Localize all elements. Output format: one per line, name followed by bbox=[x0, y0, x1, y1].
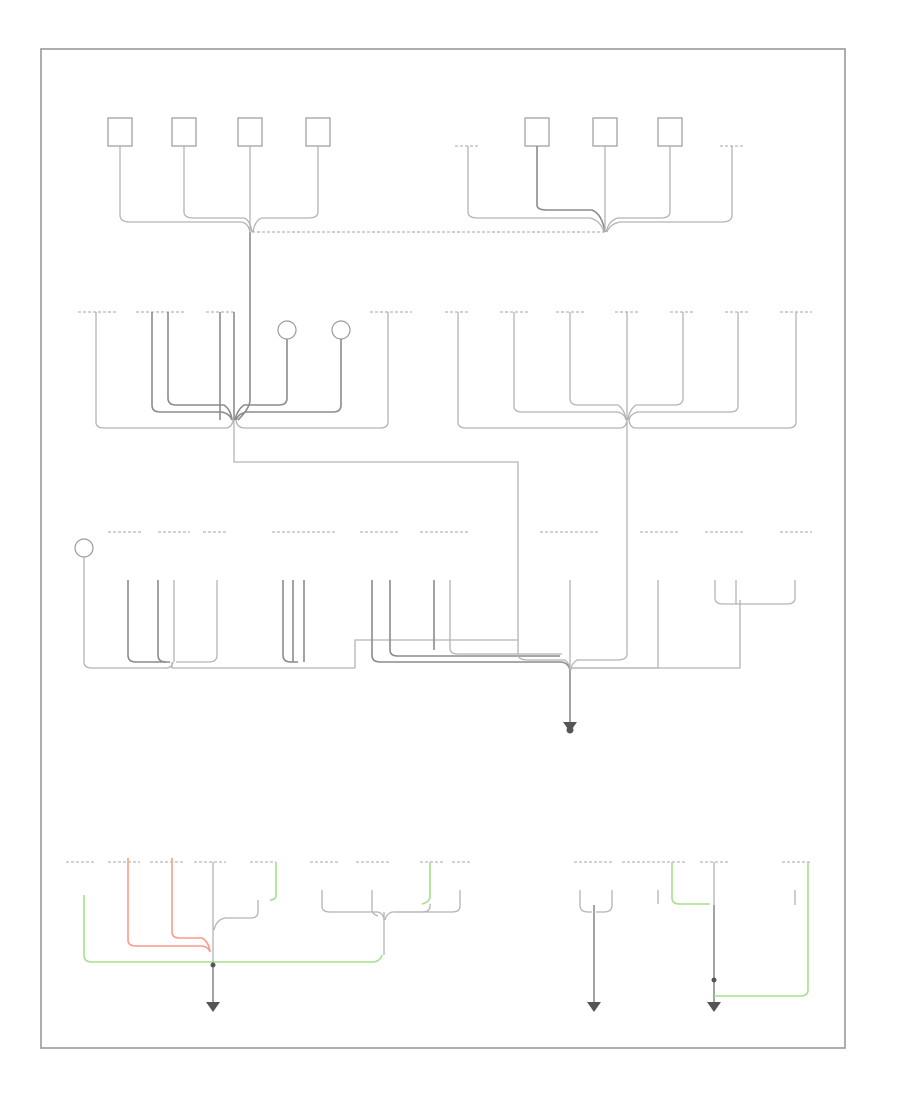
ground-wire bbox=[176, 580, 218, 663]
row3-left-group bbox=[74, 531, 518, 669]
ground-wire bbox=[457, 312, 628, 429]
ground-wire bbox=[389, 580, 560, 657]
ground-wire bbox=[513, 312, 627, 421]
diagram-frame bbox=[40, 48, 846, 1049]
lamp-icon bbox=[331, 320, 351, 340]
row2-left-group bbox=[78, 232, 519, 640]
ground-symbol-icon bbox=[206, 1002, 220, 1012]
row4-right-group bbox=[574, 861, 812, 1012]
ground-wire bbox=[569, 312, 627, 421]
ground-symbol-icon bbox=[587, 1002, 601, 1012]
ground-wire bbox=[371, 890, 379, 917]
ground-symbol-icon bbox=[563, 722, 577, 732]
ground-wire bbox=[628, 312, 739, 421]
ground-wire bbox=[579, 890, 592, 913]
row3-center-group bbox=[360, 531, 741, 671]
ground-wire bbox=[235, 312, 389, 429]
ground-wire bbox=[127, 858, 211, 953]
row3-right-group bbox=[705, 531, 812, 605]
ground-wire bbox=[213, 900, 259, 931]
ground-wire bbox=[572, 600, 741, 669]
lamp-icon bbox=[277, 320, 297, 340]
ground-wire bbox=[628, 312, 797, 429]
main-ground-point bbox=[563, 670, 577, 734]
ground-wire bbox=[627, 312, 684, 421]
lamp-icon bbox=[74, 538, 94, 558]
ground-wire bbox=[183, 146, 253, 233]
component-box bbox=[237, 117, 263, 147]
ground-wire bbox=[252, 146, 319, 233]
ground-wire bbox=[282, 580, 298, 663]
row2-right-group bbox=[445, 311, 812, 640]
component-box bbox=[524, 117, 550, 147]
ground-wire bbox=[235, 339, 342, 421]
ground-wire bbox=[171, 639, 518, 669]
ground-wire bbox=[233, 420, 519, 640]
ground-wire bbox=[517, 640, 571, 671]
splice-node-icon bbox=[210, 962, 216, 968]
component-box bbox=[592, 117, 618, 147]
ground-wire bbox=[395, 890, 461, 913]
component-box bbox=[305, 117, 331, 147]
ground-wire bbox=[740, 580, 796, 605]
ground-wire bbox=[714, 580, 740, 605]
ground-wire bbox=[371, 580, 571, 671]
ground-wire bbox=[234, 339, 288, 421]
ground-wire bbox=[449, 580, 562, 655]
ground-wire bbox=[536, 146, 606, 233]
ground-wire bbox=[572, 580, 659, 669]
ground-wire bbox=[606, 146, 733, 233]
ground-wire bbox=[605, 146, 671, 233]
component-box bbox=[171, 117, 197, 147]
ground-wire bbox=[570, 640, 628, 671]
ground-wire bbox=[157, 580, 167, 663]
row4-left-group bbox=[66, 858, 472, 1012]
ground-wire bbox=[83, 895, 383, 963]
row1-right-group bbox=[455, 117, 745, 233]
splice-node-icon bbox=[711, 977, 717, 983]
component-box bbox=[107, 117, 133, 147]
ground-wire bbox=[596, 890, 613, 913]
ground-wire bbox=[467, 146, 605, 233]
ground-wire bbox=[321, 890, 385, 921]
ground-wire bbox=[171, 858, 211, 953]
row1-left-group bbox=[107, 117, 331, 233]
ground-wire bbox=[421, 862, 431, 905]
ground-symbol-icon bbox=[707, 1002, 721, 1012]
ground-wire bbox=[95, 312, 234, 429]
ground-wire bbox=[151, 312, 233, 421]
ground-wire bbox=[167, 312, 233, 421]
component-box bbox=[657, 117, 683, 147]
ground-wire bbox=[714, 862, 809, 997]
ground-wire bbox=[127, 580, 170, 663]
ground-wire bbox=[237, 232, 251, 421]
ground-wire bbox=[269, 862, 277, 901]
ground-wire bbox=[119, 146, 251, 233]
ground-wire bbox=[671, 862, 710, 905]
